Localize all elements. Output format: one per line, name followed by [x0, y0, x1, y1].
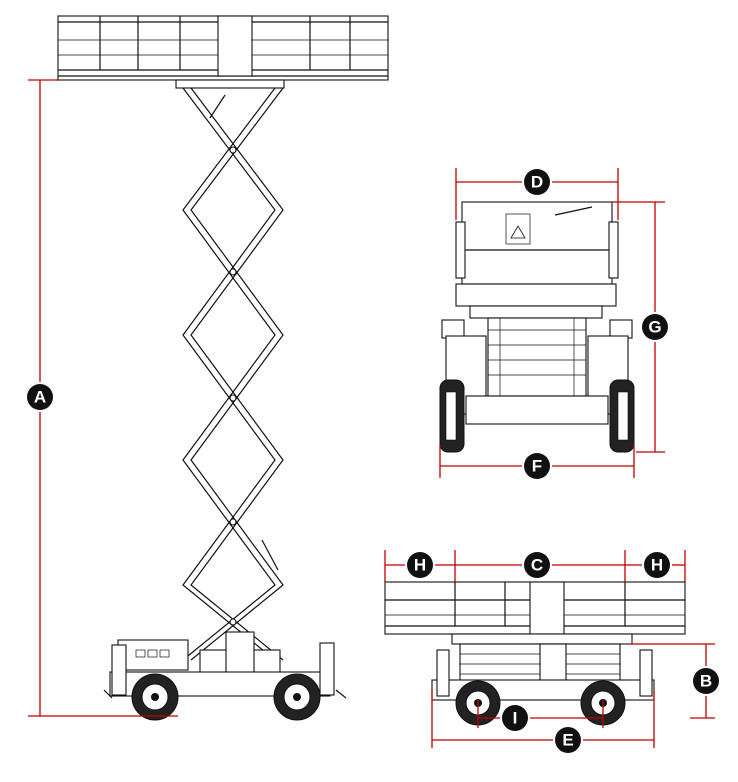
dimension-badge-g: G: [642, 314, 668, 340]
dimension-badge-e: E: [555, 727, 581, 753]
badge-d-label: D: [531, 173, 543, 192]
dimension-badge-i: I: [502, 705, 528, 731]
raised-platform: [57, 15, 389, 89]
dimension-badge-a: A: [27, 384, 53, 410]
dimension-badge-b: B: [693, 668, 719, 694]
badge-c-label: C: [531, 556, 543, 575]
badge-b-label: B: [700, 672, 712, 691]
badge-i-label: I: [513, 709, 518, 728]
dimension-badge-c: C: [524, 552, 550, 578]
dimension-badge-h-left: H: [407, 552, 433, 578]
badge-h-left-label: H: [414, 556, 426, 575]
side-view-stowed: [384, 581, 686, 726]
side-wheel-front: [273, 673, 321, 721]
badge-e-label: E: [562, 731, 573, 750]
badge-f-label: F: [532, 457, 542, 476]
badge-h-right-label: H: [651, 556, 663, 575]
front-view: [439, 201, 635, 453]
badge-g-label: G: [648, 318, 661, 337]
dimension-lines: [28, 79, 715, 748]
side-view-raised: [57, 15, 389, 721]
side-wheel-rear: [131, 673, 179, 721]
dimension-badge-h-right: H: [644, 552, 670, 578]
dimension-badge-d: D: [524, 169, 550, 195]
scissor-arms: [182, 87, 284, 661]
dimension-badge-f: F: [524, 453, 550, 479]
badge-a-label: A: [34, 388, 46, 407]
